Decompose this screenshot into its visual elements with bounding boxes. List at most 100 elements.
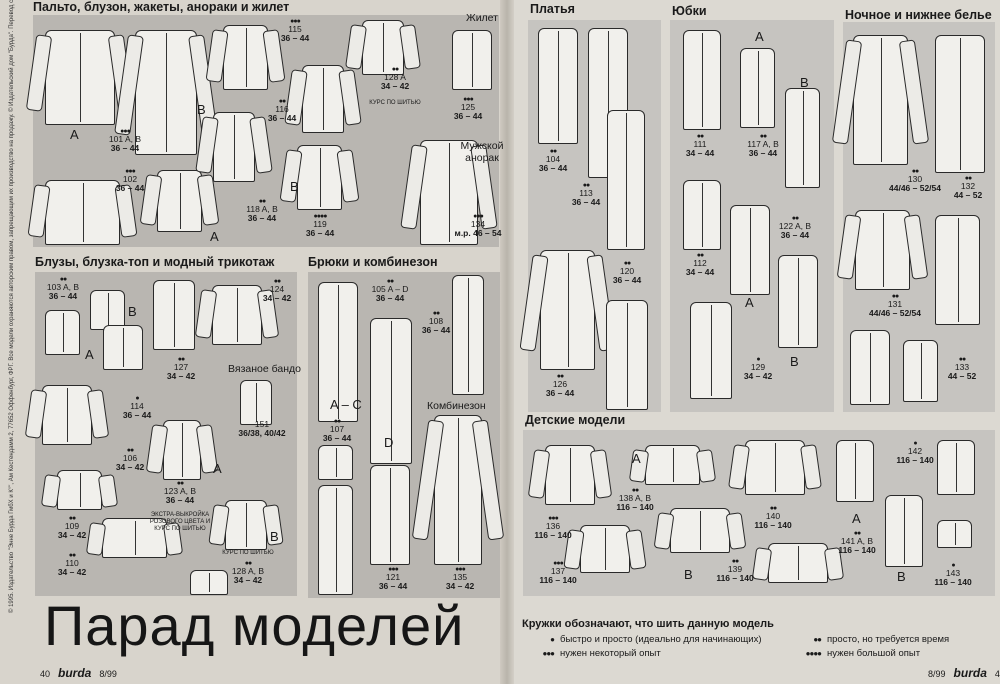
section-title-nightwear: Ночное и нижнее белье <box>845 8 992 22</box>
garment-sketch <box>370 465 410 565</box>
variant-letter: B <box>897 569 906 584</box>
model-number: 132 <box>960 181 976 192</box>
variant-letter: A <box>745 295 754 310</box>
garment-sketch <box>538 28 578 144</box>
seam-line <box>209 573 210 592</box>
variant-letter: D <box>384 435 394 450</box>
garment-sketch <box>103 325 143 370</box>
garment-sketch <box>90 290 125 330</box>
seam-line <box>798 258 799 345</box>
seam-line <box>672 448 674 482</box>
section-title-trousers: Брюки и комбинезон <box>308 255 438 269</box>
garment-sketch <box>362 20 404 75</box>
difficulty-dots: ●●●● <box>313 213 328 220</box>
seam-line <box>458 418 459 562</box>
difficulty-dots: ●● <box>631 487 639 494</box>
size-range: 44 – 52 <box>947 371 977 382</box>
model-number: 134 <box>470 219 486 230</box>
seam-line <box>880 38 882 162</box>
model-number: 111 <box>693 139 707 150</box>
model-number: 126 <box>552 379 568 390</box>
model-number: 104 <box>545 154 561 165</box>
difficulty-dots: ●● <box>731 558 739 565</box>
model-number: 125 <box>460 102 476 113</box>
seam-line <box>123 328 124 367</box>
extra-pattern-note: ЭКСТРА-ВЫКРОЙКА РОЗОВОГО ЦВЕТА И КУРС ПО… <box>149 512 211 533</box>
garment-sketch <box>580 525 630 573</box>
garment-sketch <box>853 35 908 165</box>
model-number: 121 <box>385 572 401 583</box>
section-title-kids: Детские модели <box>525 413 626 427</box>
seam-line <box>335 448 337 477</box>
model-number: 114 <box>130 401 144 412</box>
seam-line <box>702 33 703 127</box>
garment-sketch <box>302 65 344 133</box>
difficulty-dots: ●● <box>68 552 76 559</box>
garment-sketch <box>745 440 805 495</box>
spine-gutter <box>500 0 514 684</box>
size-range: 36 – 44 <box>247 213 277 224</box>
garment-sketch <box>683 30 721 130</box>
size-range: 116 – 140 <box>934 577 972 588</box>
size-range: 44/46 – 52/54 <box>889 183 941 194</box>
model-number: 128 A, B <box>231 566 265 577</box>
garment-sketch <box>850 330 890 405</box>
garment-sketch <box>370 318 412 464</box>
seam-line <box>237 288 238 342</box>
issue: 8/99 <box>928 669 946 679</box>
garment-sketch <box>163 420 201 480</box>
size-range: 34 – 44 <box>685 148 715 159</box>
size-range: 36 – 44 <box>48 291 78 302</box>
model-number: 120 <box>619 266 635 277</box>
difficulty-dots: ●● <box>696 252 704 259</box>
difficulty-dots: ●● <box>623 260 631 267</box>
garment-sketch <box>45 310 80 355</box>
seam-line <box>391 321 392 461</box>
legend-item: ●быстро и просто (идеально для начинающи… <box>528 634 761 645</box>
seam-line <box>608 31 609 175</box>
garment-sketch <box>540 250 595 370</box>
size-range: 36 – 44 <box>110 143 140 154</box>
difficulty-dots: ● <box>756 356 760 363</box>
model-number: 133 <box>954 362 970 373</box>
garment-sketch <box>213 112 255 182</box>
seam-line <box>605 528 606 570</box>
garment-sketch <box>935 215 980 325</box>
seam-line <box>245 28 247 87</box>
model-number: 139 <box>727 564 743 575</box>
difficulty-dots: ● <box>550 635 555 644</box>
model-number: 105 A – D <box>371 284 409 295</box>
variant-letter: B <box>290 179 299 194</box>
difficulty-dots: ●● <box>791 215 799 222</box>
garment-sketch <box>606 300 648 410</box>
size-range: 34 – 42 <box>166 371 196 382</box>
difficulty-dots: ●●● <box>548 515 559 522</box>
model-number: 108 <box>428 316 444 327</box>
difficulty-dots: ●● <box>432 310 440 317</box>
model-number: 143 <box>945 568 961 579</box>
garment-sketch <box>690 302 732 399</box>
garment-sketch <box>903 340 938 402</box>
size-range: 36 – 44 <box>378 581 408 592</box>
size-range: 34 – 42 <box>380 81 410 92</box>
difficulty-dots: ●● <box>549 148 557 155</box>
section-title-blouses: Блузы, блузка-топ и модный трикотаж <box>35 255 275 269</box>
garment-sketch <box>452 275 484 395</box>
model-number: 109 <box>64 521 80 532</box>
